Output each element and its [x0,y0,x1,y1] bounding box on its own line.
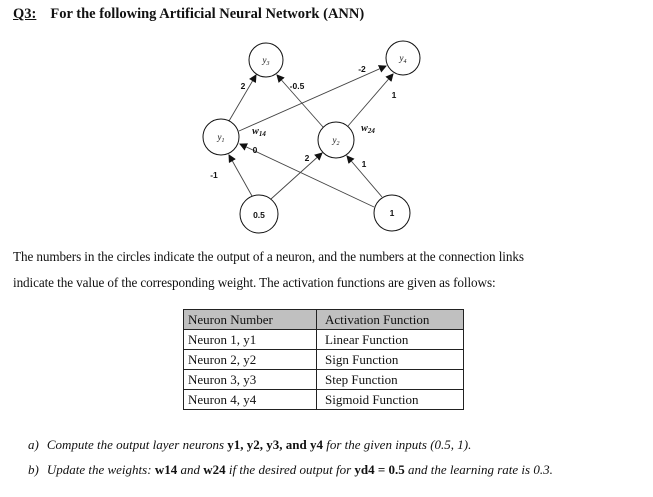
question-a: a)Compute the output layer neurons y1, y… [28,437,472,452]
description-line-2: indicate the value of the corresponding … [13,275,496,290]
svg-text:0.5: 0.5 [253,210,265,220]
neuron-y2 [317,121,355,159]
link-in2-y2 [346,155,383,198]
svg-text:1: 1 [362,159,367,169]
svg-text:y1: y1 [217,132,225,144]
question-b: b)Update the weights: w14 and w24 if the… [28,462,553,477]
column-header: Activation Function [316,309,464,330]
svg-text:0: 0 [253,145,258,155]
svg-text:1: 1 [390,208,395,218]
activation-function-table: Neuron Number Activation Function Neuron… [183,309,464,410]
svg-text:2: 2 [241,81,246,91]
table-row: Neuron 1, y1 Linear Function [183,329,464,350]
svg-text:-1: -1 [210,170,218,180]
question-title: Q3: For the following Artificial Neural N… [13,6,364,23]
column-header: Neuron Number [183,309,317,330]
svg-text:y2: y2 [332,135,340,147]
table-row: Neuron 2, y2 Sign Function [183,349,464,370]
description-line-1: The numbers in the circles indicate the … [13,249,524,264]
ann-diagram: y3 y4 y1 y2 0.5 1 2 -0.5 -2 1 -1 0 2 1 w… [202,40,421,234]
link-in2-y1 [239,143,375,208]
question-number: Q3: [13,6,37,22]
neuron-y1 [202,118,240,156]
link-in1-y1 [228,154,253,197]
svg-text:1: 1 [392,90,397,100]
input-node-0-5 [239,194,279,234]
svg-text:-0.5: -0.5 [290,81,305,91]
svg-text:w24: w24 [361,123,375,135]
question-heading: For the following Artificial Neural Netw… [50,6,365,22]
neuron-y4 [385,40,421,76]
svg-text:-2: -2 [358,64,366,74]
input-node-1 [373,194,411,232]
table-row: Neuron 3, y3 Step Function [183,369,464,390]
connection-links [228,65,394,208]
svg-text:y3: y3 [262,55,270,67]
link-in1-y2 [270,152,323,200]
svg-text:y4: y4 [399,53,407,65]
table-row: Neuron 4, y4 Sigmoid Function [183,389,464,410]
link-y2-y4 [347,73,394,127]
neuron-y3 [248,42,284,78]
svg-text:2: 2 [305,153,310,163]
svg-text:w14: w14 [252,126,266,138]
link-y2-y3 [276,74,324,128]
link-y1-y3 [228,74,257,122]
table-header-row: Neuron Number Activation Function [183,309,464,330]
link-y1-y4 [238,65,387,132]
